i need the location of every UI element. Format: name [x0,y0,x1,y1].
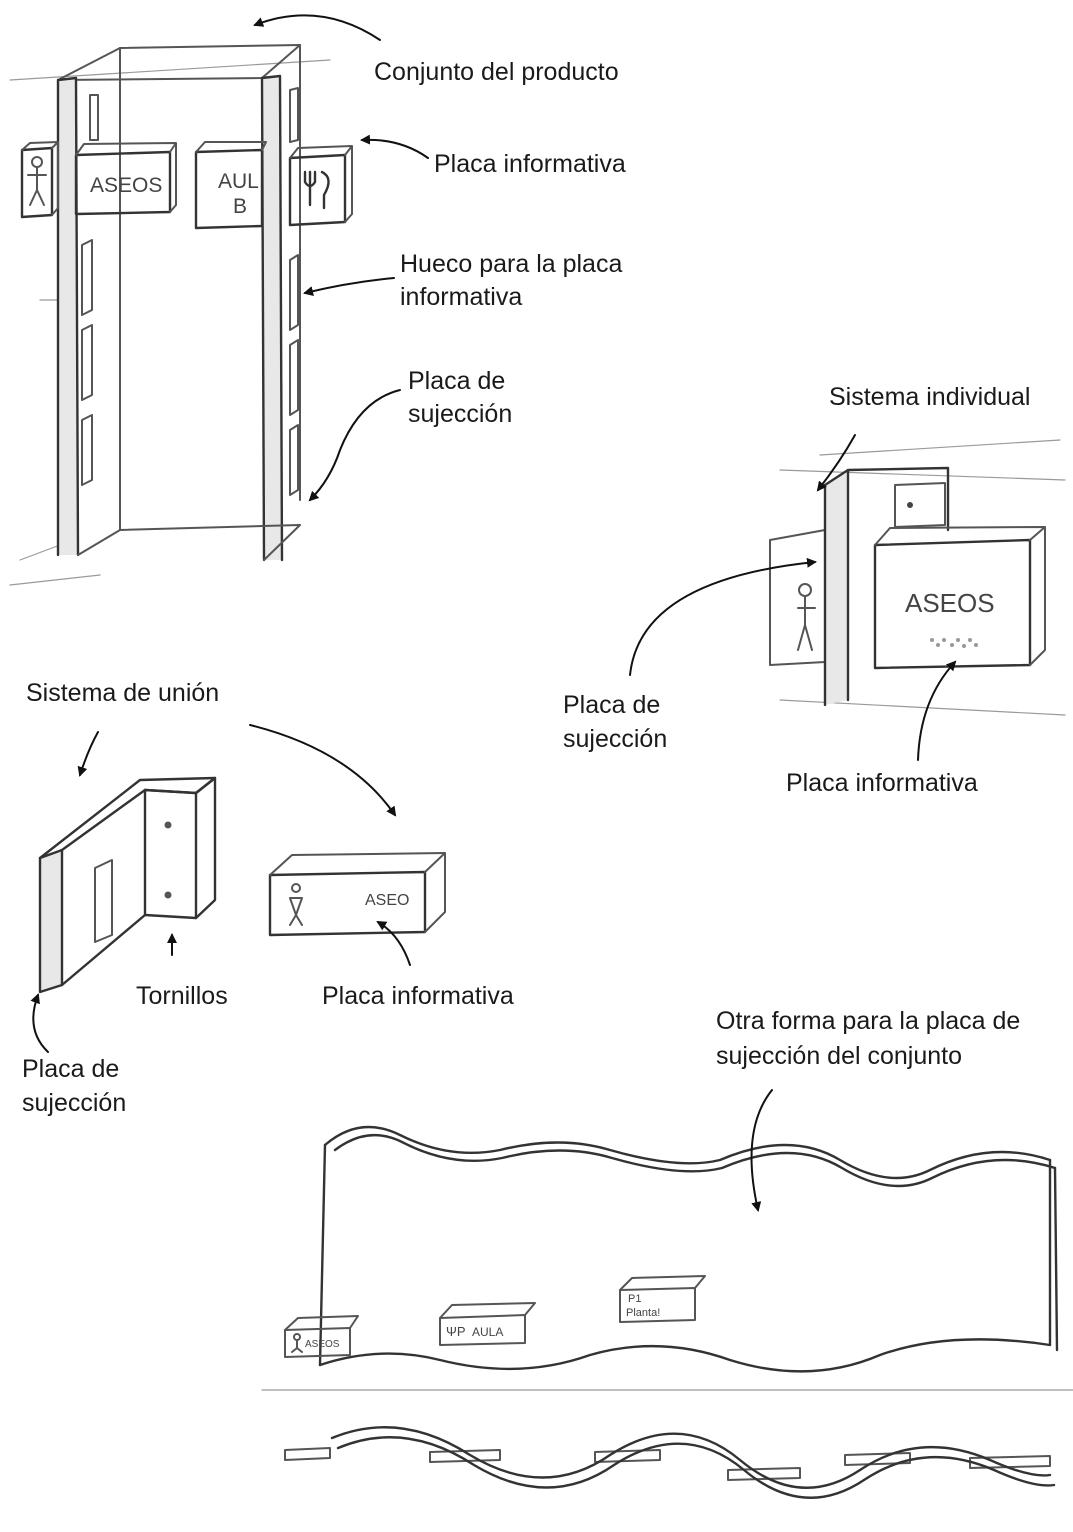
product-assembly-sketch: ASEOS AUL B [9,44,353,586]
label-hueco-line1: Hueco para la placa [400,250,623,278]
sign-planta-line1: P1 [628,1293,641,1305]
label-conjunto-producto: Conjunto del producto [374,58,619,86]
label-placa-sujecion-1-line1: Placa de [408,367,506,395]
individual-system-sketch: ASEOS [769,439,1066,716]
label-otra-forma-line1: Otra forma para la placa de [716,1007,1021,1035]
cutlery-icon [303,170,330,210]
label-placa-sujecion-2-line2: sujección [563,725,668,753]
sign-aseo-3: ASEO [365,892,409,909]
label-sistema-individual: Sistema individual [829,383,1031,411]
label-hueco-line2: informativa [400,283,523,311]
label-placa-sujecion-1-line2: sujección [408,400,513,428]
label-otra-forma-line2: sujección del conjunto [716,1042,962,1070]
label-placa-sujecion-3-line2: sujección [22,1089,127,1117]
label-placa-sujecion-3-line1: Placa de [22,1055,120,1083]
wavy-wall-sketch: ASEOS ΨP AULA P1 Planta! [261,1125,1073,1499]
label-placa-informativa-1: Placa informativa [434,150,626,178]
sign-planta-line2: Planta! [626,1307,660,1319]
sign-cutlery-4: ΨP [446,1324,466,1339]
label-placa-sujecion-2-line1: Placa de [563,691,661,719]
label-placa-informativa-2: Placa informativa [786,769,978,797]
sign-aula-4: AULA [472,1325,503,1339]
label-tornillos: Tornillos [136,982,228,1010]
stick-figure-icon [27,156,47,206]
sign-aseos-1: ASEOS [90,174,162,197]
label-sistema-union: Sistema de unión [26,679,220,707]
sign-aula-1-line2: B [233,195,247,218]
sign-aseos-4: ASEOS [305,1339,340,1350]
union-system-sketch: ASEO [38,776,446,994]
sign-aseos-2: ASEOS [905,588,995,618]
label-placa-informativa-3: Placa informativa [322,982,514,1010]
sign-aula-1-line1: AUL [218,170,259,193]
